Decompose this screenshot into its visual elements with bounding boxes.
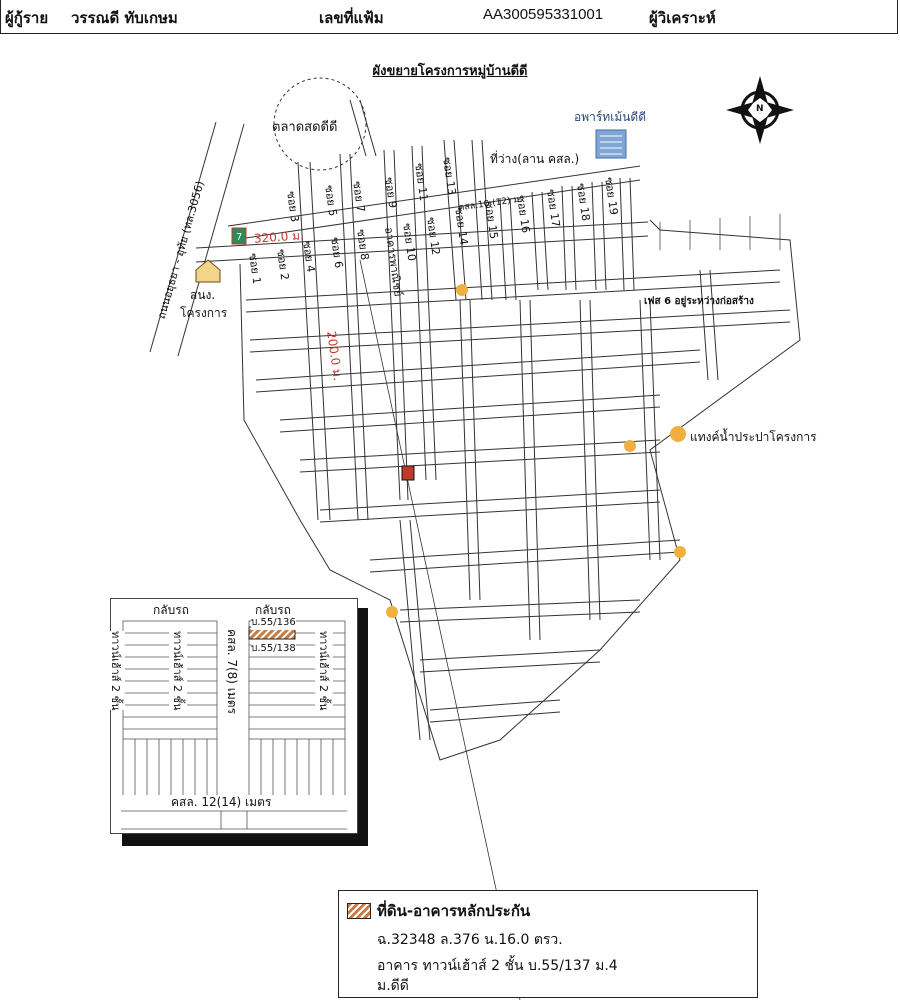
- townhouse-label-3: ทาวน์เฮ้าส์ 2 ชั้น: [315, 631, 333, 711]
- legend-building-line1: อาคาร ทาวน์เฮ้าส์ 2 ชั้น บ.55/137 ม.4: [377, 958, 618, 974]
- file-number-label: เลขที่แฟ้ม: [319, 9, 384, 27]
- u-turn-label-right: กลับรถ: [255, 603, 291, 617]
- map-title: ผังขยายโครงการหมู่บ้านดีดี: [372, 64, 528, 79]
- house-number-138: บ.55/138: [251, 641, 296, 656]
- collateral-swatch: [347, 903, 371, 919]
- legend-title: ที่ดิน-อาคารหลักประกัน: [377, 902, 531, 920]
- file-header: ผู้กู้ราย วรรณดี ทับเกษม เลขที่แฟ้ม AA30…: [0, 0, 898, 34]
- u-turn-label-left: กลับรถ: [153, 603, 189, 617]
- apartment-label: อพาร์ทเม้นดีดี: [574, 110, 647, 124]
- borrower-name: วรรณดี ทับเกษม: [71, 9, 178, 27]
- house-number-136: บ.55/136: [251, 615, 296, 630]
- phase-6-label: เฟส 6 อยู่ระหว่างก่อสร้าง: [644, 296, 754, 307]
- borrower-label: ผู้กู้ราย: [5, 9, 49, 27]
- file-number: AA300595331001: [483, 6, 604, 23]
- svg-text:7: 7: [236, 232, 242, 243]
- vacant-lot-label: ที่ว่าง(ลาน คสล.): [490, 152, 580, 166]
- side-road-label: คสล. 7(8) เมตร: [225, 629, 239, 715]
- water-tank-label: แทงค์น้ำประปาโครงการ: [690, 430, 817, 444]
- legend-building-line2: ม.ดีดี: [377, 978, 409, 994]
- bottom-road-label: คสล. 12(14) เมตร: [171, 795, 272, 809]
- detail-inset: กลับรถ กลับรถ บ.55/136 บ.55/138 ทาวน์เฮ้…: [107, 598, 358, 834]
- market-label: ตลาดสดดีดี: [272, 120, 338, 135]
- office-label-1: สนง.: [190, 288, 216, 302]
- collateral-legend: ที่ดิน-อาคารหลักประกัน ฉ.32348 ล.376 น.1…: [338, 890, 758, 998]
- office-label-2: โครงการ: [180, 306, 228, 320]
- distance-200m: 320.0 ม.: [253, 228, 305, 246]
- townhouse-label-1: ทาวน์เฮ้าส์ 2 ชั้น: [107, 631, 125, 711]
- north-arrow-icon: N: [756, 104, 764, 114]
- townhouse-label-2: ทาวน์เฮ้าส์ 2 ชั้น: [169, 631, 187, 711]
- legend-deed: ฉ.32348 ล.376 น.16.0 ตรว.: [377, 932, 563, 948]
- analyst-label: ผู้วิเคราะห์: [649, 9, 716, 27]
